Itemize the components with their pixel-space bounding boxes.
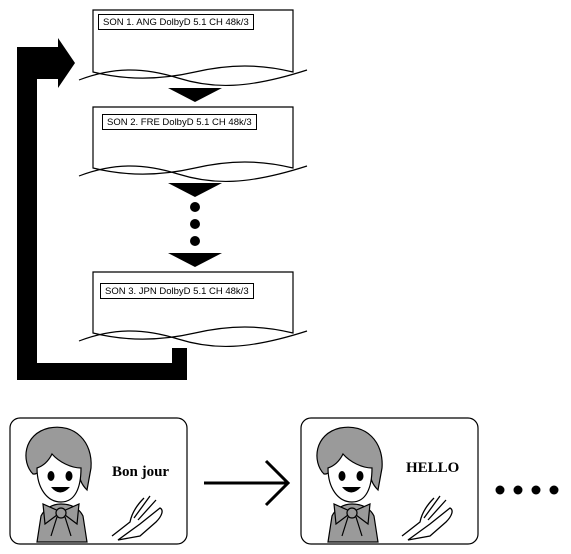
ellipsis-dot-3 [190, 236, 200, 246]
right-speech-text: HELLO [406, 460, 460, 476]
screen-1-label: SON 1. ANG DolbyD 5.1 CH 48k/3 [98, 14, 254, 30]
down-arrow-1 [168, 88, 222, 102]
down-arrow-2 [168, 183, 222, 197]
screen-3-wave [78, 330, 308, 348]
girl-icon-left [25, 426, 92, 543]
ellipsis-dot-1 [190, 202, 200, 212]
continue-dot-3 [531, 485, 541, 495]
screen-2-wave [78, 165, 308, 183]
waving-hand-icon-left [111, 495, 163, 541]
continue-dot-4 [549, 485, 559, 495]
screen-2-label: SON 2. FRE DolbyD 5.1 CH 48k/3 [102, 114, 257, 130]
continue-dot-1 [495, 485, 505, 495]
continue-dot-2 [513, 485, 523, 495]
screen-1-wave [78, 69, 308, 87]
waving-hand-icon-right [401, 495, 453, 541]
screen-3-label: SON 3. JPN DolbyD 5.1 CH 48k/3 [100, 283, 254, 299]
loop-back-arrow [17, 38, 187, 380]
right-arrow-icon [204, 459, 291, 507]
ellipsis-dot-2 [190, 219, 200, 229]
down-arrow-3 [168, 253, 222, 267]
left-speech-text: Bon jour [112, 464, 170, 480]
girl-icon-right [316, 426, 383, 543]
